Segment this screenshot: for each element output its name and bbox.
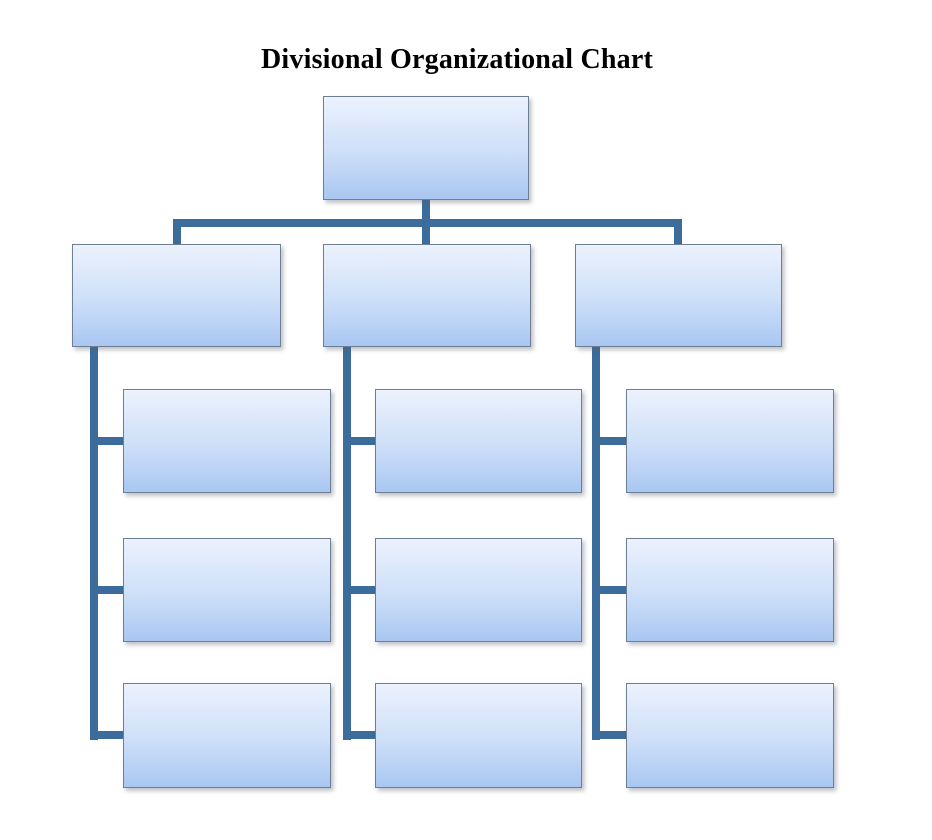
root-node bbox=[323, 96, 529, 200]
division-2-child-3-node bbox=[375, 683, 582, 788]
connector-stub-division-2-child-2 bbox=[343, 586, 376, 594]
connector-spine-division-3 bbox=[592, 346, 600, 740]
connector-stub-division-3-child-2 bbox=[592, 586, 627, 594]
connector-stub-division-1-child-3 bbox=[90, 731, 124, 739]
connector-stub-division-1-child-2 bbox=[90, 586, 124, 594]
chart-title: Divisional Organizational Chart bbox=[261, 44, 653, 75]
division-2-child-2-node bbox=[375, 538, 582, 642]
division-3-child-1-node bbox=[626, 389, 834, 493]
connector-stub-division-3-child-3 bbox=[592, 731, 627, 739]
connector-stub-division-1-child-1 bbox=[90, 437, 124, 445]
division-1-node bbox=[72, 244, 281, 347]
division-2-node bbox=[323, 244, 531, 347]
division-2-child-1-node bbox=[375, 389, 582, 493]
division-1-child-2-node bbox=[123, 538, 331, 642]
connector-spine-division-1 bbox=[90, 346, 98, 740]
division-3-node bbox=[575, 244, 782, 347]
connector-stub-division-2-child-1 bbox=[343, 437, 376, 445]
connector-drop-division-3 bbox=[674, 219, 682, 244]
connector-stub-division-3-child-1 bbox=[592, 437, 627, 445]
division-1-child-1-node bbox=[123, 389, 331, 493]
connector-spine-division-2 bbox=[343, 345, 351, 740]
connector-stub-division-2-child-3 bbox=[343, 731, 376, 739]
division-1-child-3-node bbox=[123, 683, 331, 788]
connector-drop-division-1 bbox=[173, 219, 181, 244]
connector-horizontal-bar bbox=[173, 219, 682, 227]
division-3-child-3-node bbox=[626, 683, 834, 788]
division-3-child-2-node bbox=[626, 538, 834, 642]
